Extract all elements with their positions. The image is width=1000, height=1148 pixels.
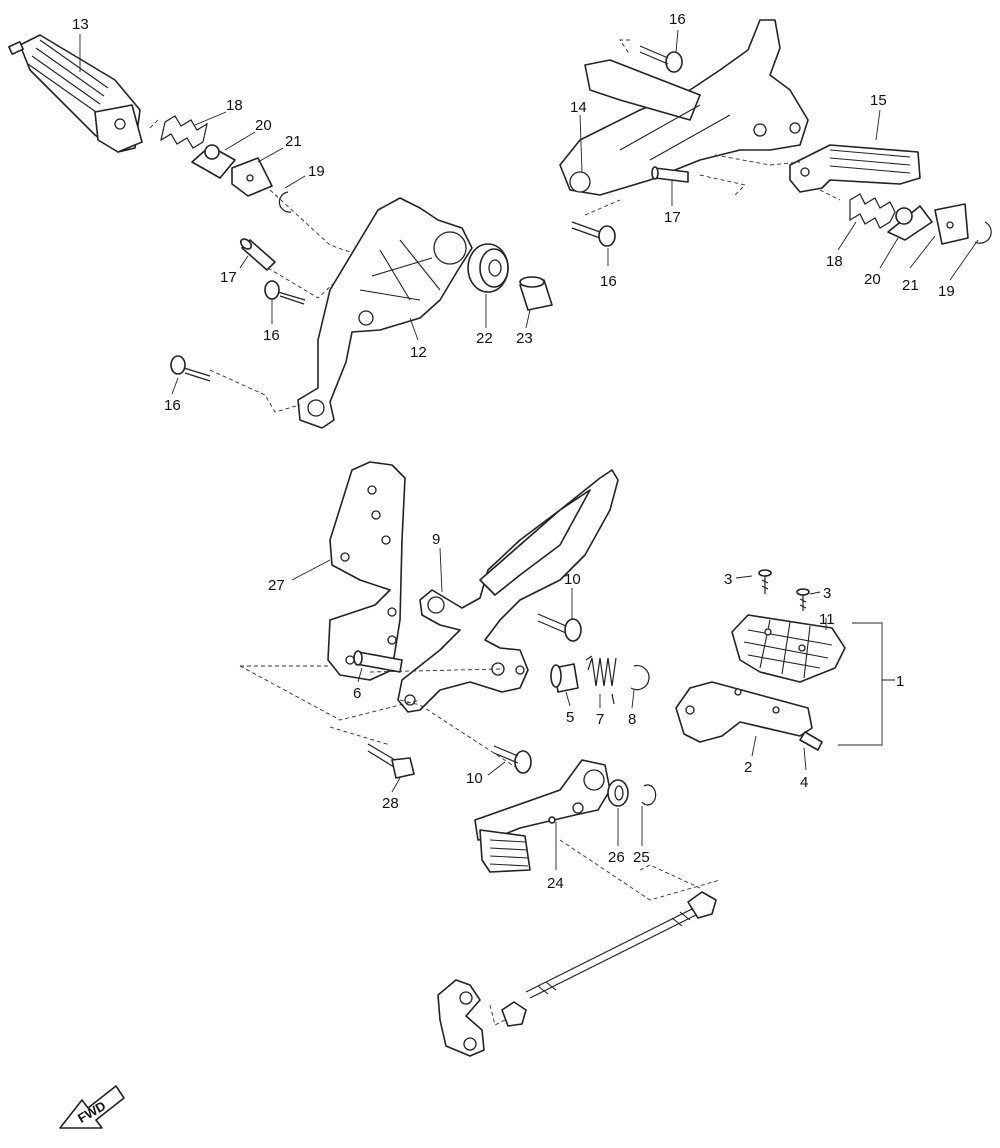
callout-27: 27 bbox=[268, 577, 285, 594]
ball-detent-20b bbox=[887, 205, 933, 241]
circlip-19a bbox=[278, 191, 292, 213]
callout-21: 21 bbox=[902, 277, 919, 294]
callout-21: 21 bbox=[285, 133, 302, 150]
pin-17b bbox=[651, 166, 689, 183]
callout-20: 20 bbox=[864, 271, 881, 288]
circlip-25 bbox=[641, 784, 657, 806]
callout-3: 3 bbox=[724, 571, 732, 588]
bolt-10a bbox=[537, 613, 582, 642]
callout-19: 19 bbox=[308, 163, 325, 180]
callout-8: 8 bbox=[628, 711, 636, 728]
callout-5: 5 bbox=[566, 709, 574, 726]
callout-1: 1 bbox=[896, 673, 904, 690]
callout-28: 28 bbox=[382, 795, 399, 812]
collar-23 bbox=[519, 276, 553, 311]
circlip-19b bbox=[974, 221, 992, 244]
callout-18: 18 bbox=[226, 97, 243, 114]
heel-plate-27 bbox=[327, 461, 406, 681]
bolt-16d bbox=[571, 221, 616, 247]
callout-6: 6 bbox=[353, 685, 361, 702]
bolt-10b bbox=[493, 745, 532, 774]
bracket-12 bbox=[297, 197, 473, 429]
callout-16: 16 bbox=[600, 273, 617, 290]
pin-17a bbox=[239, 238, 276, 271]
circlip-8 bbox=[630, 665, 650, 691]
callout-16: 16 bbox=[263, 327, 280, 344]
bolt-16b bbox=[170, 355, 211, 382]
callout-17: 17 bbox=[220, 269, 237, 286]
shift-rod bbox=[501, 891, 717, 1027]
plate-21a bbox=[231, 157, 273, 197]
callout-12: 12 bbox=[410, 344, 427, 361]
washer-26 bbox=[607, 779, 629, 807]
footrest-13 bbox=[8, 34, 143, 153]
callout-23: 23 bbox=[516, 330, 533, 347]
callout-4: 4 bbox=[800, 774, 808, 791]
callout-22: 22 bbox=[476, 330, 493, 347]
spring-7 bbox=[585, 655, 617, 705]
rubber-11 bbox=[731, 614, 846, 683]
ball-detent-20a bbox=[191, 144, 236, 179]
step-holder-9 bbox=[397, 469, 619, 713]
callout-3: 3 bbox=[823, 585, 831, 602]
screw-3b bbox=[796, 588, 810, 611]
callout-7: 7 bbox=[596, 711, 604, 728]
callout-11: 11 bbox=[819, 611, 835, 628]
callout-17: 17 bbox=[664, 209, 681, 226]
plate-21b bbox=[934, 203, 969, 245]
pin-6 bbox=[353, 650, 403, 673]
callout-15: 15 bbox=[870, 92, 887, 109]
collar-5 bbox=[550, 663, 579, 693]
callout-26: 26 bbox=[608, 849, 625, 866]
bolt-28 bbox=[367, 743, 415, 779]
bolt-16a bbox=[264, 280, 306, 305]
callout-9: 9 bbox=[432, 531, 440, 548]
callout-2: 2 bbox=[744, 759, 752, 776]
callout-10: 10 bbox=[564, 571, 581, 588]
screw-3a bbox=[758, 569, 772, 594]
callout-10: 10 bbox=[466, 770, 483, 787]
callout-24: 24 bbox=[547, 875, 564, 892]
link-arm bbox=[437, 979, 485, 1057]
callout-16: 16 bbox=[164, 397, 181, 414]
step-2 bbox=[675, 681, 823, 751]
callout-20: 20 bbox=[255, 117, 272, 134]
spring-18a bbox=[160, 115, 208, 149]
callout-13: 13 bbox=[72, 16, 89, 33]
callout-16: 16 bbox=[669, 11, 686, 28]
bushing-22 bbox=[467, 243, 509, 293]
leader-lines bbox=[79, 29, 979, 870]
bracket-14 bbox=[559, 19, 809, 196]
callout-14: 14 bbox=[570, 99, 587, 116]
shift-lever-24 bbox=[474, 759, 611, 873]
bolt-16c bbox=[639, 45, 683, 73]
callout-19: 19 bbox=[938, 283, 955, 300]
spring-18b bbox=[849, 193, 896, 229]
callout-labels: 13 18 20 21 19 17 16 12 22 23 16 16 14 1… bbox=[72, 11, 955, 892]
fwd-arrow-icon: FWD bbox=[59, 1085, 125, 1129]
footrest-15 bbox=[789, 144, 921, 193]
callout-18: 18 bbox=[826, 253, 843, 270]
callout-25: 25 bbox=[633, 849, 650, 866]
